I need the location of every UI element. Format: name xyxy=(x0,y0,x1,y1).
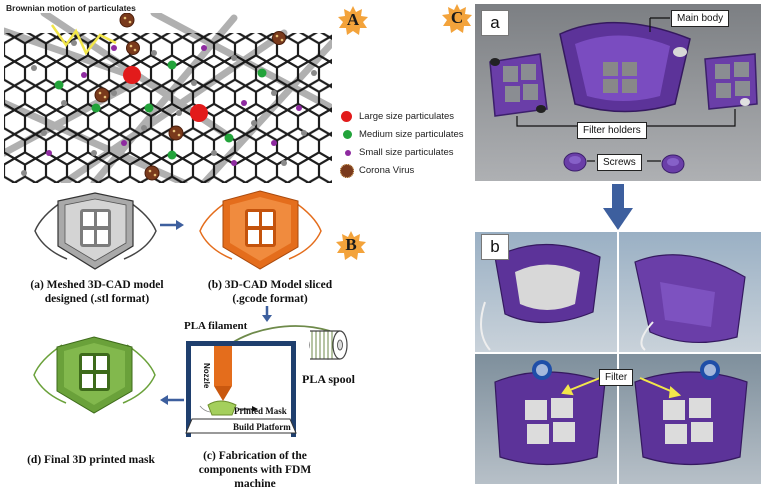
arrow-down-icon xyxy=(262,306,272,322)
panel-a-title: Brownian motion of particulates xyxy=(6,3,136,13)
pla-spool-label: PLA spool xyxy=(302,372,356,386)
nozzle-label: Nozzle xyxy=(202,363,211,389)
legend-item-large: Large size particulates xyxy=(341,111,454,122)
printed-mask-label: Printed Mask xyxy=(234,406,287,416)
arrow-right-icon xyxy=(160,220,184,230)
sunburst-badge-icon xyxy=(442,4,472,33)
main-body-callout: Main body xyxy=(671,10,730,27)
small-particle-icon xyxy=(345,150,351,156)
legend-item-small: Small size particulates xyxy=(345,147,454,158)
panel-b: B (a) Meshed 3D-CAD model designed (.stl… xyxy=(0,185,370,490)
badge-c: C xyxy=(442,4,472,34)
fdm-printer-illustration xyxy=(185,325,348,437)
particle-legend: Large size particulates Medium size part… xyxy=(340,111,489,181)
arrow-down-large-icon xyxy=(603,184,633,230)
screws-callout: Screws xyxy=(597,154,642,171)
pla-filament-label: PLA filament xyxy=(184,320,248,332)
filter-mesh-illustration xyxy=(4,13,332,183)
assembled-mask-photo xyxy=(475,232,761,484)
medium-particle-icon xyxy=(343,130,352,139)
build-platform-label: Build Platform xyxy=(233,422,291,432)
arrow-left-icon xyxy=(160,395,184,405)
legend-item-virus: Corona Virus xyxy=(340,164,414,178)
filter-callout: Filter xyxy=(599,369,634,386)
large-particle-icon xyxy=(341,111,352,122)
final-printed-mask-illustration xyxy=(33,336,156,414)
sunburst-badge-icon xyxy=(336,231,366,260)
meshed-cad-mask-illustration xyxy=(34,192,157,270)
caption-step-d: (d) Final 3D printed mask xyxy=(27,454,155,466)
panel-c: C xyxy=(440,0,761,484)
photo-b-mask-assembled: b Filter xyxy=(475,232,761,484)
caption-step-a: (a) Meshed 3D-CAD model designed (.stl f… xyxy=(30,279,164,305)
caption-step-c: (c) Fabrication of the components with F… xyxy=(198,450,312,490)
badge-b: B xyxy=(336,231,366,261)
sliced-cad-mask-illustration xyxy=(199,190,322,270)
legend-item-medium: Medium size particulates xyxy=(343,129,464,140)
virus-icon xyxy=(340,164,354,178)
panel-a: Brownian motion of particulates xyxy=(0,0,464,185)
caption-step-b: (b) 3D-CAD Model sliced (.gcode format) xyxy=(207,279,333,305)
sunburst-badge-icon xyxy=(338,6,368,35)
filter-holders-callout: Filter holders xyxy=(577,122,647,139)
photo-b-label: b xyxy=(481,234,509,260)
badge-a: A xyxy=(338,6,368,36)
photo-a-label: a xyxy=(481,10,509,36)
photo-a-mask-parts: a Main body Filter holders Screws xyxy=(475,4,761,181)
